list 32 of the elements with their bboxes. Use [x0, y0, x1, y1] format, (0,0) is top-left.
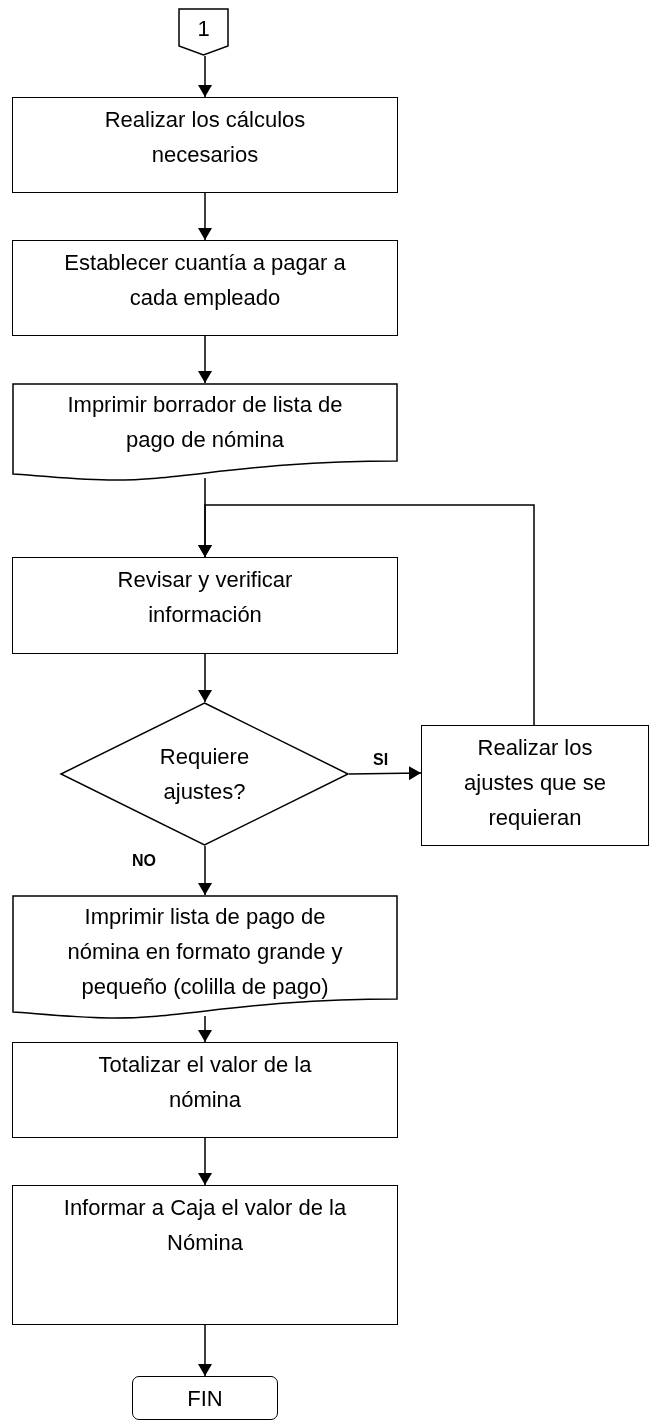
document-shape — [12, 895, 398, 1019]
offpage-connector — [178, 8, 229, 56]
step-label: Establecer cuantía a pagar a cada empleado — [63, 249, 347, 312]
arrow — [198, 55, 212, 98]
process-box — [12, 557, 398, 654]
arrow — [348, 766, 422, 781]
process-box — [12, 1185, 398, 1325]
process-box — [12, 97, 398, 193]
arrow — [198, 1137, 212, 1186]
arrow — [198, 1324, 212, 1377]
process-box — [421, 725, 649, 846]
document-shape — [12, 383, 398, 481]
step-label: Requiere ajustes? — [158, 743, 251, 806]
step-label: Imprimir lista de pago de nómina en formato grande y pequeño (colilla de pago) — [66, 903, 344, 1001]
terminal-box — [132, 1376, 278, 1420]
step-label: Totalizar el valor de la nómina — [97, 1051, 313, 1114]
step-label: Realizar los ajustes que se requieran — [463, 734, 607, 832]
decision-diamond — [60, 702, 349, 846]
step-label: Informar a Caja el valor de la Nómina — [62, 1194, 348, 1257]
arrow — [198, 845, 212, 896]
step-label: Realizar los cálculos necesarios — [103, 106, 307, 169]
step-label: FIN — [187, 1384, 223, 1413]
process-box — [12, 240, 398, 336]
step-label: Revisar y verificar información — [116, 566, 294, 629]
arrow — [198, 192, 212, 241]
process-box — [12, 1042, 398, 1138]
step-label: 1 — [197, 14, 210, 43]
arrow — [198, 653, 212, 703]
step-label: Imprimir borrador de lista de pago de nómina — [66, 391, 344, 454]
arrow — [198, 335, 212, 384]
arrow — [198, 1015, 212, 1043]
arrow — [198, 504, 535, 726]
